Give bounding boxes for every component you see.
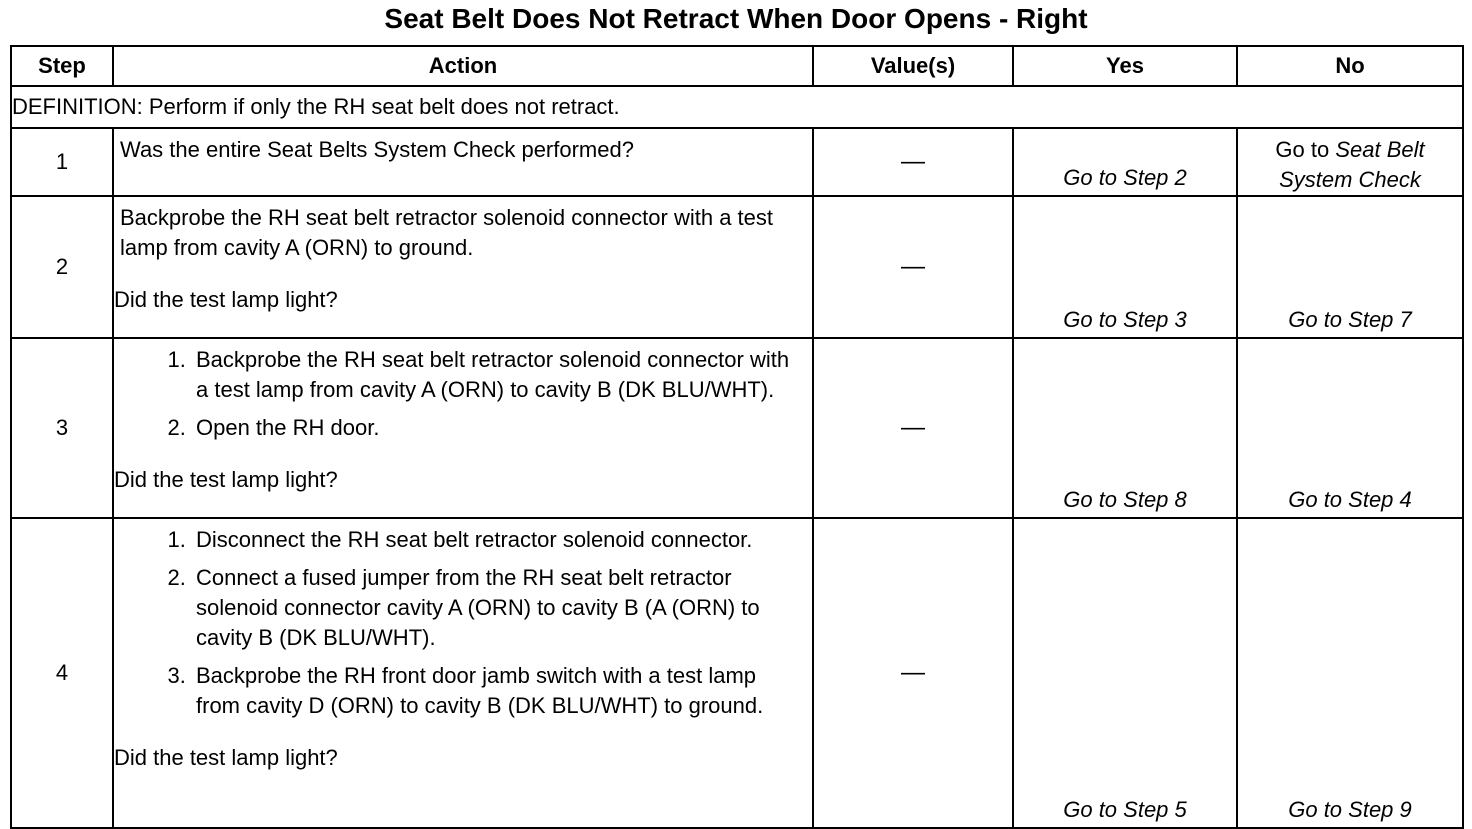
action-list-item: Disconnect the RH seat belt retractor so… xyxy=(192,525,806,555)
no-goto-link[interactable]: Go to Step 7 xyxy=(1288,307,1412,332)
action-cell: Backprobe the RH seat belt retractor sol… xyxy=(112,337,814,519)
value-cell: — xyxy=(812,195,1014,339)
step-number: 4 xyxy=(10,517,114,829)
definition-text: DEFINITION: Perform if only the RH seat … xyxy=(10,85,1464,129)
step-number: 2 xyxy=(10,195,114,339)
action-list-item: Backprobe the RH seat belt retractor sol… xyxy=(192,345,806,405)
action-question: Did the test lamp light? xyxy=(114,287,338,312)
page-title: Seat Belt Does Not Retract When Door Ope… xyxy=(384,3,1088,34)
header-yes: Yes xyxy=(1012,45,1238,87)
value-cell: — xyxy=(812,517,1014,829)
no-goto-prefix: Go to xyxy=(1275,137,1330,162)
action-cell: Disconnect the RH seat belt retractor so… xyxy=(112,517,814,829)
yes-goto-link[interactable]: Go to Step 3 xyxy=(1063,307,1187,332)
value-cell: — xyxy=(812,127,1014,197)
table-row: 3 Backprobe the RH seat belt retractor s… xyxy=(10,337,1464,519)
yes-cell: Go to Step 8 xyxy=(1012,337,1238,519)
no-cell: Go to Step 9 xyxy=(1236,517,1464,829)
action-list-item: Open the RH door. xyxy=(192,413,806,443)
yes-cell: Go to Step 5 xyxy=(1012,517,1238,829)
step-number: 1 xyxy=(10,127,114,197)
no-goto-target: Seat Belt System Check xyxy=(1279,137,1425,192)
no-cell: Go to Step 7 xyxy=(1236,195,1464,339)
header-step: Step xyxy=(10,45,114,87)
yes-cell: Go to Step 3 xyxy=(1012,195,1238,339)
definition-row: DEFINITION: Perform if only the RH seat … xyxy=(10,85,1464,129)
table-row: 4 Disconnect the RH seat belt retractor … xyxy=(10,517,1464,829)
action-cell: Was the entire Seat Belts System Check p… xyxy=(112,127,814,197)
table-row: 2 Backprobe the RH seat belt retractor s… xyxy=(10,195,1464,339)
no-cell: Go to Seat Belt System Check xyxy=(1236,127,1464,197)
step-number: 3 xyxy=(10,337,114,519)
action-question: Was the entire Seat Belts System Check p… xyxy=(120,137,634,162)
table-header-row: Step Action Value(s) Yes No xyxy=(10,45,1464,87)
yes-cell: Go to Step 2 xyxy=(1012,127,1238,197)
value-cell: — xyxy=(812,337,1014,519)
action-question: Did the test lamp light? xyxy=(114,467,338,492)
action-list-item: Connect a fused jumper from the RH seat … xyxy=(192,563,806,653)
action-instruction: Backprobe the RH seat belt retractor sol… xyxy=(120,205,774,260)
no-goto-link[interactable]: Go to Seat Belt System Check xyxy=(1238,135,1462,195)
action-list-item: Backprobe the RH front door jamb switch … xyxy=(192,661,806,721)
action-list: Disconnect the RH seat belt retractor so… xyxy=(120,525,806,721)
no-cell: Go to Step 4 xyxy=(1236,337,1464,519)
action-question: Did the test lamp light? xyxy=(114,745,338,770)
yes-goto-link[interactable]: Go to Step 5 xyxy=(1063,797,1187,822)
no-goto-link[interactable]: Go to Step 4 xyxy=(1288,487,1412,512)
yes-goto-link[interactable]: Go to Step 8 xyxy=(1063,487,1187,512)
header-no: No xyxy=(1236,45,1464,87)
action-cell: Backprobe the RH seat belt retractor sol… xyxy=(112,195,814,339)
diagnostic-table: Step Action Value(s) Yes No DEFINITION: … xyxy=(10,45,1464,829)
header-action: Action xyxy=(112,45,814,87)
table-row: 1 Was the entire Seat Belts System Check… xyxy=(10,127,1464,197)
header-values: Value(s) xyxy=(812,45,1014,87)
no-goto-link[interactable]: Go to Step 9 xyxy=(1288,797,1412,822)
action-list: Backprobe the RH seat belt retractor sol… xyxy=(120,345,806,443)
yes-goto-link[interactable]: Go to Step 2 xyxy=(1063,165,1187,190)
